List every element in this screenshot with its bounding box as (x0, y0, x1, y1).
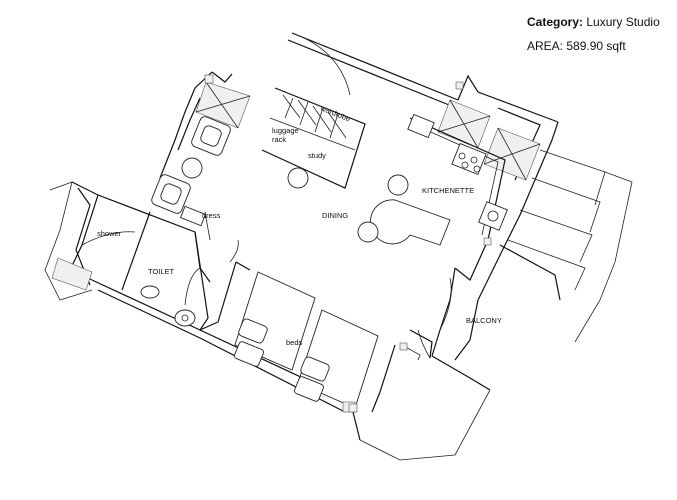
label-dining: DINING (322, 211, 348, 220)
category-label: Category: (527, 15, 584, 29)
label-luggage-rack-1: luggage (272, 126, 299, 135)
label-toilet: TOILET (148, 267, 175, 276)
label-luggage-rack-2: rack (272, 135, 286, 144)
dining-furniture (181, 157, 451, 246)
window-bays (44, 81, 633, 343)
area-text: AREA: 589.90 sqft (527, 39, 626, 53)
interior-walls (97, 87, 561, 461)
label-dress: dress (202, 211, 221, 220)
plan-header: Category: Luxury Studio AREA: 589.90 sqf… (527, 14, 660, 54)
label-beds: beds (286, 338, 303, 347)
category-line: Category: Luxury Studio (527, 14, 660, 30)
label-kitchenette: KITCHENETTE (422, 186, 474, 195)
label-balcony: BALCONY (466, 316, 502, 325)
door-swings (81, 32, 452, 359)
wardrobe-hangers (282, 94, 347, 139)
kitchen-appliances (407, 113, 508, 231)
columns (204, 74, 492, 413)
toilet-fixtures (140, 285, 196, 327)
category-value: Luxury Studio (586, 15, 660, 29)
label-study: study (308, 151, 326, 160)
beds-furniture (234, 271, 379, 413)
armchairs (151, 116, 231, 227)
label-shower: shower (97, 229, 122, 238)
